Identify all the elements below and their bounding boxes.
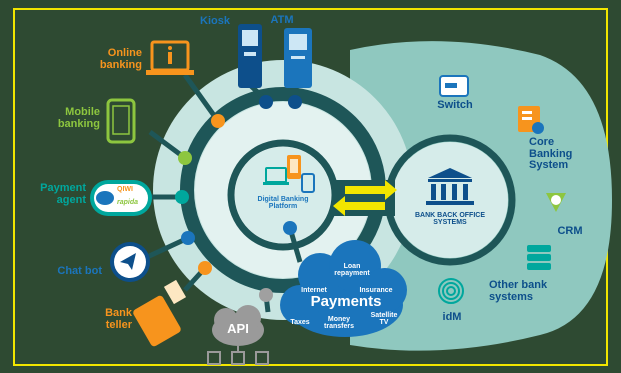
devices-icon — [263, 155, 315, 193]
connector-nodes — [175, 95, 302, 302]
exchange-arrows-icon — [333, 180, 397, 216]
payment-item-loan: Loan repayment — [334, 263, 370, 278]
crm-label: CRM — [557, 225, 583, 237]
switch-card-icon — [439, 75, 469, 97]
payments-cloud-shape — [280, 240, 407, 337]
smartphone-icon — [106, 98, 136, 144]
bank-teller-label: Bank teller — [105, 307, 132, 331]
idm-label: idM — [442, 311, 462, 323]
database-server-icon — [527, 245, 551, 270]
payment-item-satellite-tv: Satellite TV — [370, 312, 398, 327]
switch-label: Switch — [437, 99, 473, 111]
bank-building-icon — [426, 168, 474, 205]
atm-icon — [284, 28, 312, 88]
mobile-banking-label: Mobile banking — [57, 106, 100, 130]
platform-label: Digital Banking Platform — [257, 196, 309, 211]
other-systems-label: Other bank systems — [489, 279, 548, 303]
online-banking-label: Online banking — [99, 47, 142, 71]
api-label: API — [227, 321, 249, 336]
payment-agent-logo-qiwi: QIWI — [117, 186, 133, 193]
kiosk-label: Kiosk — [200, 15, 230, 27]
payment-item-money-transfers: Money transfers — [324, 316, 354, 331]
payments-title: Payments — [310, 293, 382, 310]
chatbot-icon — [110, 242, 150, 282]
back-office-circle — [392, 142, 508, 258]
payment-item-taxes: Taxes — [290, 319, 310, 326]
platform-circle — [235, 147, 331, 243]
back-office-label: BANK BACK OFFICE SYSTEMS — [415, 212, 485, 227]
chat-bot-label: Chat bot — [57, 265, 102, 277]
payment-agent-label: Payment agent — [40, 182, 86, 206]
crm-recycle-icon — [546, 193, 566, 212]
payment-item-internet: Internet — [301, 287, 327, 294]
payment-terminal-icon — [133, 279, 187, 347]
payment-agent-logos-icon — [90, 180, 152, 216]
payment-item-insurance: Insurance — [359, 287, 393, 294]
core-banking-label: Core Banking System — [529, 136, 573, 172]
payment-agent-logo-rapida: rapida — [117, 199, 139, 206]
kiosk-icon — [238, 24, 262, 88]
api-cloud-icon — [207, 305, 269, 365]
atm-label: ATM — [270, 14, 294, 26]
laptop-info-icon — [146, 40, 194, 75]
core-banking-icon — [518, 106, 544, 134]
fingerprint-icon — [438, 278, 464, 304]
